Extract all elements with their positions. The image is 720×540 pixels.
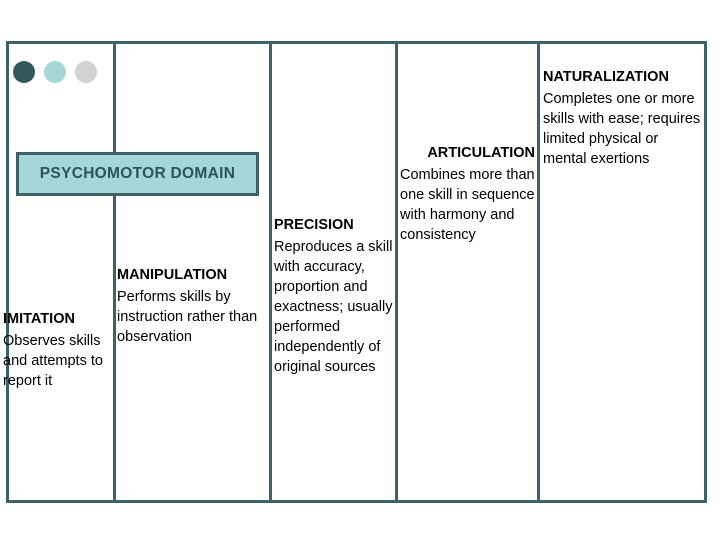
stage-articulation-description: Combines more than one skill in sequence… [400,167,535,243]
stage-articulation-title: ARTICULATION [427,145,535,161]
stage-articulation: ARTICULATION Combines more than one skil… [400,144,535,245]
stage-imitation-title: IMITATION [3,311,75,327]
stage-manipulation-description: Performs skills by instruction rather th… [117,289,258,345]
decorative-dots [13,61,97,83]
stage-imitation-description: Observes skills and attempts to report i… [3,333,103,389]
table-frame [6,41,707,503]
column-divider-1 [113,41,116,503]
stage-manipulation: MANIPULATION Performs skills by instruct… [117,266,263,347]
psychomotor-domain-label: PSYCHOMOTOR DOMAIN [39,165,236,182]
stage-precision-title: PRECISION [274,217,354,233]
psychomotor-domain-box: PSYCHOMOTOR DOMAIN [16,152,259,196]
stage-precision: PRECISION Reproduces a skill with accura… [274,216,394,377]
stage-naturalization-description: Completes one or more skills with ease; … [543,91,701,167]
column-divider-3 [395,41,398,503]
stage-manipulation-title: MANIPULATION [117,267,228,283]
dot-dark-teal-icon [13,61,35,83]
stage-naturalization: NATURALIZATION Completes one or more ski… [543,68,703,169]
dot-gray-icon [75,61,97,83]
stage-precision-description: Reproduces a skill with accuracy, propor… [274,239,393,375]
stage-naturalization-title: NATURALIZATION [543,69,669,85]
column-divider-2 [269,41,272,503]
column-divider-4 [537,41,540,503]
dot-light-teal-icon [44,61,66,83]
stage-imitation: IMITATION Observes skills and attempts t… [3,310,115,391]
